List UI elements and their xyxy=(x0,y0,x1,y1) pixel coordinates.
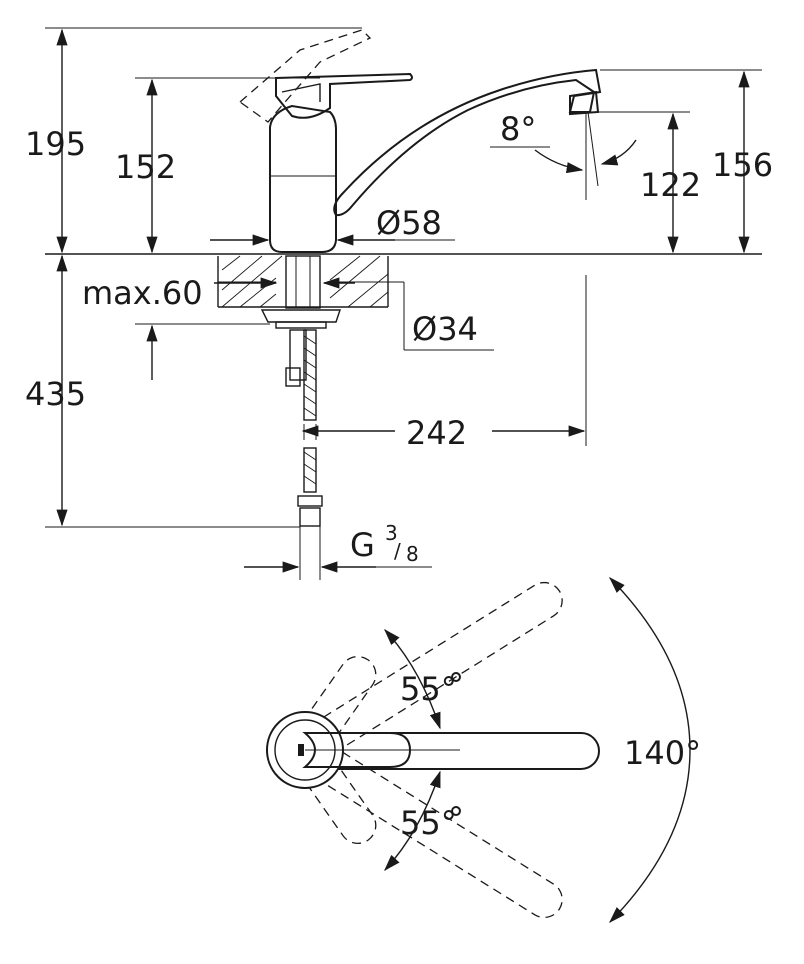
dim-thread-main: G xyxy=(350,526,375,564)
dim-thread-slash: / xyxy=(394,539,401,563)
spout-top-view xyxy=(304,732,600,770)
faucet-body xyxy=(269,72,413,253)
dimension-435: 435 xyxy=(25,254,300,528)
dim-total-height: 195 xyxy=(25,125,86,163)
dim-angle-lower: 55° xyxy=(400,804,457,842)
side-view: 195 152 Ø5 xyxy=(25,27,773,580)
dim-spout-height: 122 xyxy=(640,166,701,204)
dim-body-height: 152 xyxy=(115,148,176,186)
dim-max-thickness: max.60 xyxy=(82,274,203,312)
handle-upper-positions xyxy=(290,581,563,763)
degree-upper: ° xyxy=(448,666,464,704)
dim-reach: 242 xyxy=(406,414,467,452)
dim-angle-upper: 55° xyxy=(400,670,457,708)
dimension-156: 156 xyxy=(712,70,773,254)
dim-thread-den: 8 xyxy=(406,542,419,566)
dim-angle-total: 140° xyxy=(624,734,701,772)
dimension-195: 195 xyxy=(25,27,362,254)
dimension-152: 152 xyxy=(115,77,320,254)
supply-hose xyxy=(285,329,323,527)
dimension-140: 140° xyxy=(609,576,701,924)
dimension-122: 122 xyxy=(598,111,701,254)
top-view: 55° ° 55° ° 140° xyxy=(266,576,701,924)
dim-thread-num: 3 xyxy=(385,521,398,545)
dimension-55-lower: 55° ° xyxy=(384,770,464,872)
dimension-max60: max.60 xyxy=(82,274,355,312)
dimension-thread: G 3 / 8 xyxy=(244,521,432,580)
dimension-55-upper: 55° ° xyxy=(384,628,464,730)
dimension-8deg: 8° xyxy=(490,110,637,200)
dimension-d34: Ø34 xyxy=(328,281,494,351)
dim-body-diameter: Ø58 xyxy=(376,204,442,242)
dimension-d58: Ø58 xyxy=(210,204,455,246)
dim-spout-angle: 8° xyxy=(500,110,536,148)
dim-hose-length: 435 xyxy=(25,375,86,413)
dimension-242: 242 xyxy=(301,275,587,452)
dim-spout-top: 156 xyxy=(712,146,773,184)
degree-lower: ° xyxy=(448,800,464,838)
dim-hole-diameter: Ø34 xyxy=(412,310,478,348)
countertop-section xyxy=(217,255,389,329)
lever-alt-position xyxy=(238,29,372,123)
